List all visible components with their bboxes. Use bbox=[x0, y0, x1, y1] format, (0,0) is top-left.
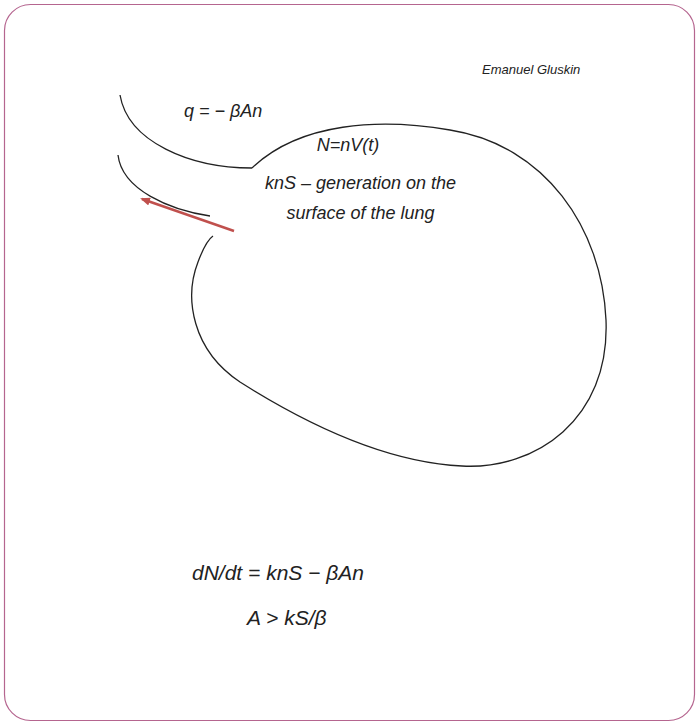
formula-text: N=nV(t) bbox=[288, 130, 408, 160]
description-text: knS – generation on the surface of the l… bbox=[258, 168, 463, 228]
equation: dN/dt = knS − βAn bbox=[192, 561, 364, 585]
frame-border bbox=[5, 5, 695, 721]
inequality: A > kS/β bbox=[247, 606, 327, 630]
author-label: Emanuel Gluskin bbox=[482, 62, 580, 77]
flux-label: q = − βAn bbox=[184, 101, 262, 122]
flow-arrow bbox=[142, 199, 234, 231]
lung-outline: N=nV(t) knS – generation on the surface o… bbox=[108, 88, 618, 474]
